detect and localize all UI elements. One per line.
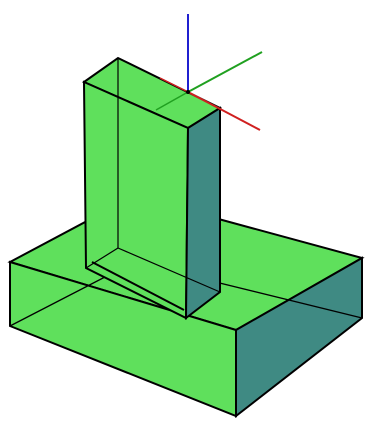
- column-hidden-edge: [85, 247, 119, 269]
- column-hidden-edge: [117, 247, 221, 293]
- neg-y-axis: [155, 91, 189, 111]
- x-axis: [187, 91, 261, 131]
- vertical-column[interactable]: [81, 56, 223, 321]
- ucs-origin: [186, 90, 190, 94]
- column-base-edge: [91, 261, 185, 311]
- column-right-face: [184, 106, 221, 321]
- ucs-axis-icon: [155, 14, 263, 131]
- y-axis: [187, 51, 263, 93]
- neg-x-axis: [159, 77, 189, 93]
